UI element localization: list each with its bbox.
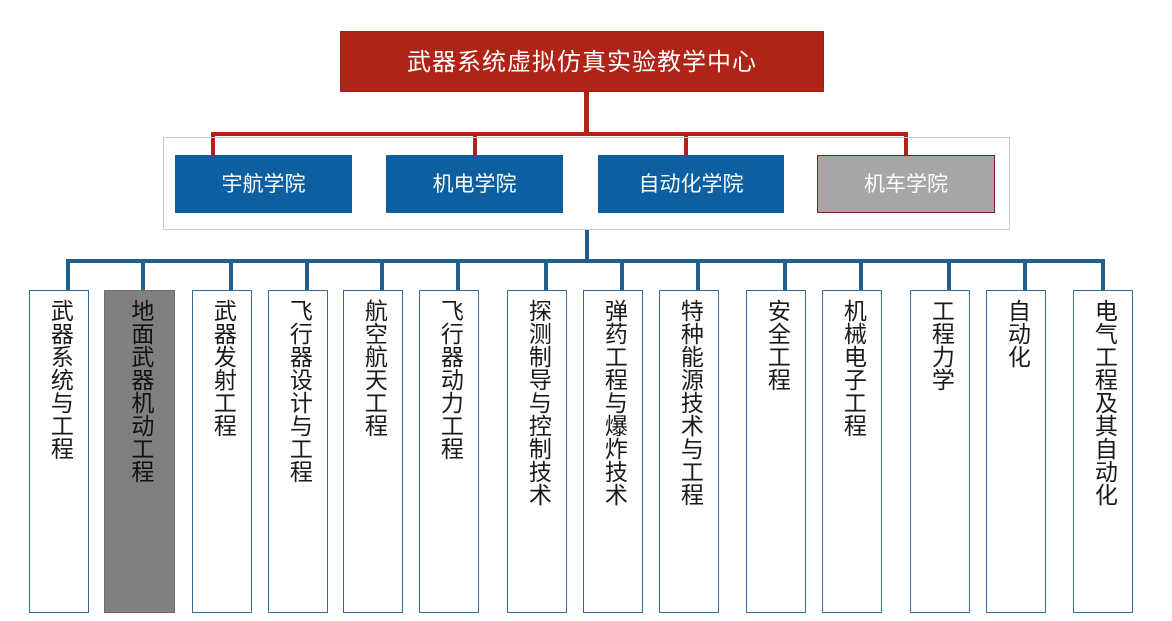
major-box-12[interactable]: 工程力学 xyxy=(910,290,970,613)
connector-drop-major-2 xyxy=(141,259,145,290)
connector-drop-major-1 xyxy=(66,259,70,290)
major-box-11[interactable]: 机械电子工程 xyxy=(822,290,882,613)
major-label: 机械电子工程 xyxy=(839,299,866,437)
major-label: 电气工程及其自动化 xyxy=(1090,299,1117,506)
major-label: 航空航天工程 xyxy=(360,299,387,437)
school-box-jiche[interactable]: 机车学院 xyxy=(817,155,995,213)
connector-drop-school-3 xyxy=(684,132,688,156)
major-label: 飞行器设计与工程 xyxy=(285,299,312,483)
connector-drop-major-8 xyxy=(620,259,624,290)
school-box-zidonghua[interactable]: 自动化学院 xyxy=(598,155,784,213)
school-box-jidian[interactable]: 机电学院 xyxy=(386,155,563,213)
major-label: 武器发射工程 xyxy=(209,299,236,437)
connector-drop-major-14 xyxy=(1101,259,1105,290)
school-label: 机电学院 xyxy=(432,171,517,196)
connector-drop-major-9 xyxy=(696,259,700,290)
major-box-4[interactable]: 飞行器设计与工程 xyxy=(268,290,328,613)
connector-majors-bus xyxy=(66,259,1105,263)
major-label: 工程力学 xyxy=(927,299,954,391)
connector-drop-major-11 xyxy=(859,259,863,290)
connector-majors-stem xyxy=(585,230,589,262)
connector-drop-major-4 xyxy=(305,259,309,290)
major-box-1[interactable]: 武器系统与工程 xyxy=(29,290,89,613)
connector-drop-school-4 xyxy=(904,132,908,156)
major-box-9[interactable]: 特种能源技术与工程 xyxy=(659,290,719,613)
major-label: 特种能源技术与工程 xyxy=(676,299,703,506)
connector-drop-major-7 xyxy=(544,259,548,290)
school-label: 自动化学院 xyxy=(638,171,744,196)
connector-drop-major-3 xyxy=(229,259,233,290)
root-node-box[interactable]: 武器系统虚拟仿真实验教学中心 xyxy=(340,31,824,92)
connector-drop-school-2 xyxy=(473,132,477,156)
connector-drop-major-6 xyxy=(456,259,460,290)
major-box-2[interactable]: 地面武器机动工程 xyxy=(104,290,175,613)
major-box-10[interactable]: 安全工程 xyxy=(746,290,806,613)
school-label: 宇航学院 xyxy=(221,171,306,196)
major-box-5[interactable]: 航空航天工程 xyxy=(343,290,403,613)
connector-root-stem xyxy=(584,92,589,136)
root-node-label: 武器系统虚拟仿真实验教学中心 xyxy=(407,47,757,76)
connector-drop-major-13 xyxy=(1023,259,1027,290)
major-label: 地面武器机动工程 xyxy=(126,299,153,483)
connector-schools-bus xyxy=(211,132,908,136)
major-label: 飞行器动力工程 xyxy=(436,299,463,460)
major-label: 武器系统与工程 xyxy=(46,299,73,460)
connector-drop-major-12 xyxy=(947,259,951,290)
school-box-yuhang[interactable]: 宇航学院 xyxy=(175,155,352,213)
connector-drop-major-5 xyxy=(380,259,384,290)
connector-drop-school-1 xyxy=(211,132,215,156)
school-label: 机车学院 xyxy=(864,171,948,196)
major-box-13[interactable]: 自动化 xyxy=(986,290,1046,613)
major-label: 探测制导与控制技术 xyxy=(524,299,551,506)
major-label: 安全工程 xyxy=(763,299,790,391)
connector-drop-major-10 xyxy=(783,259,787,290)
major-box-6[interactable]: 飞行器动力工程 xyxy=(419,290,479,613)
major-box-14[interactable]: 电气工程及其自动化 xyxy=(1073,290,1133,613)
schools-container-frame xyxy=(163,137,1010,230)
major-box-8[interactable]: 弹药工程与爆炸技术 xyxy=(583,290,643,613)
major-box-7[interactable]: 探测制导与控制技术 xyxy=(507,290,567,613)
major-label: 自动化 xyxy=(1003,299,1030,368)
major-label: 弹药工程与爆炸技术 xyxy=(600,299,627,506)
major-box-3[interactable]: 武器发射工程 xyxy=(192,290,252,613)
